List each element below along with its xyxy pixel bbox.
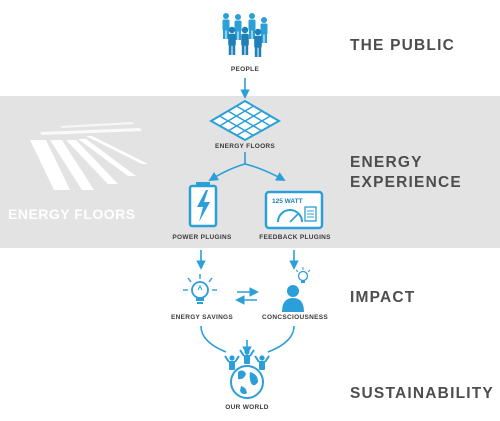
node-label-energy-savings: ENERGY SAVINGS: [170, 314, 234, 321]
floor-stripes-decoration: [30, 122, 148, 190]
lightbulb-icon: [183, 274, 217, 304]
globe-people-icon: [224, 349, 270, 399]
section-label-energy-line2: EXPERIENCE: [350, 174, 462, 191]
node-label-power-plugins: POWER PLUGINS: [172, 234, 232, 241]
swap-arrows-icon: [235, 287, 259, 305]
node-label-consciousness: CONCSCIOUSNESS: [262, 314, 328, 321]
people-icon: [222, 13, 268, 57]
floor-grid-icon: [208, 99, 282, 142]
node-label-energy-floors: ENERGY FLOORS: [214, 143, 276, 150]
section-label-public: THE PUBLIC: [350, 37, 455, 54]
monitor-gauge-icon: 125 WATT: [264, 190, 324, 230]
node-label-feedback-plugins: FEEDBACK PLUGINS: [259, 234, 331, 241]
section-label-sustainability: SUSTAINABILITY: [350, 385, 494, 402]
monitor-screen-text: 125 WATT: [272, 198, 303, 205]
brand-wordmark: ENERGY FLOORS: [8, 206, 136, 222]
node-label-our-world: OUR WORLD: [225, 404, 269, 411]
branch-connector-floors: [208, 152, 286, 181]
battery-icon: [188, 182, 218, 228]
section-label-impact: IMPACT: [350, 289, 416, 306]
section-label-energy-experience: ENERGY EXPERIENCE: [350, 153, 462, 193]
node-label-people: PEOPLE: [230, 66, 260, 73]
section-label-energy-line1: ENERGY: [350, 154, 423, 171]
person-idea-icon: [282, 267, 311, 312]
